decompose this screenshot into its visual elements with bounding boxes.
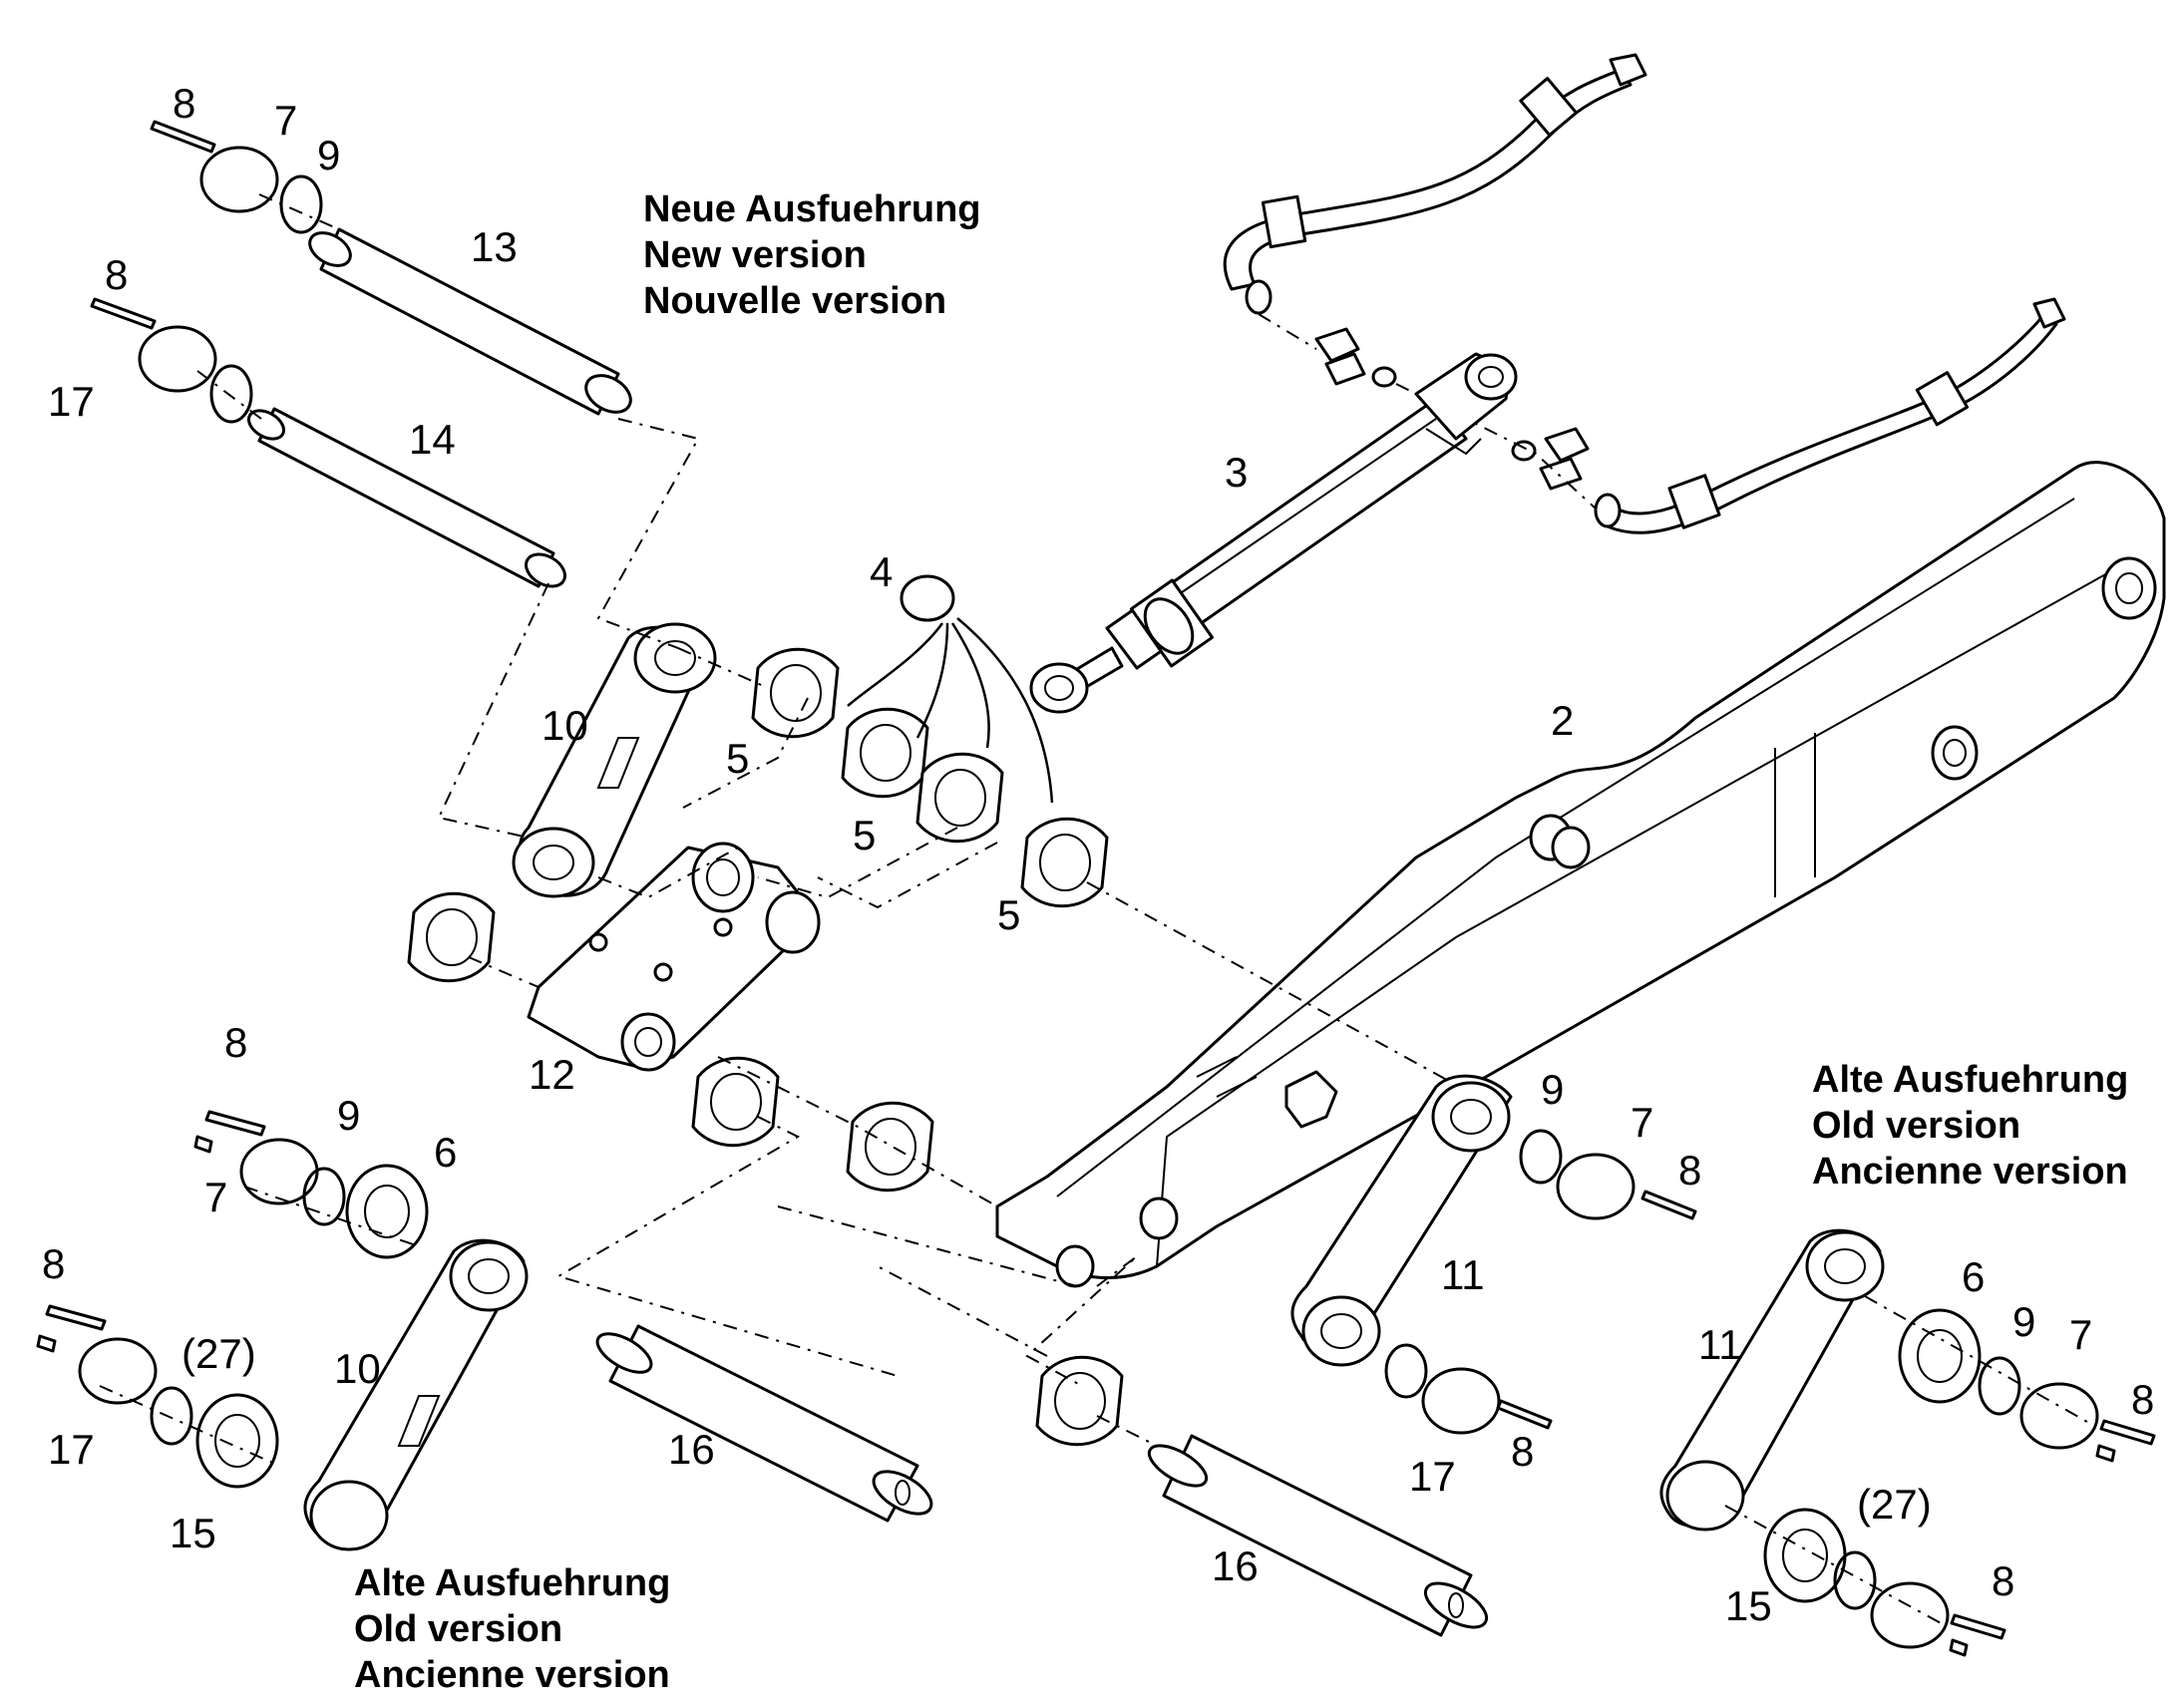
hydraulic-cylinder xyxy=(1029,352,1518,714)
part-label: 5 xyxy=(997,891,1020,938)
bolt-plate-group-top xyxy=(90,120,340,424)
note-new-line3: Nouvelle version xyxy=(643,280,946,322)
part-label: 6 xyxy=(434,1129,457,1176)
part-label: 7 xyxy=(274,97,297,144)
part-label: 3 xyxy=(1225,449,1248,496)
hydraulic-hose-lower xyxy=(1594,297,2066,534)
rocker-12 xyxy=(527,842,821,1072)
link-11-right-group xyxy=(1659,1228,2156,1657)
pin-14 xyxy=(246,407,566,588)
part-label: 13 xyxy=(471,223,518,270)
part-label: 9 xyxy=(317,132,340,178)
note-new-version: Neue Ausfuehrung New version Nouvelle ve… xyxy=(643,188,981,322)
note-old-right-line1: Alte Ausfuehrung xyxy=(1812,1059,2128,1101)
part-label: 9 xyxy=(1541,1066,1564,1113)
part-label: 11 xyxy=(1441,1251,1485,1298)
part-label: 8 xyxy=(1992,1557,2014,1604)
hydraulic-hose-upper xyxy=(1223,53,1647,315)
note-old-version-bottom: Alte Ausfuehrung Old version Ancienne ve… xyxy=(354,1562,670,1696)
part-label: 14 xyxy=(409,416,456,463)
part-label: 7 xyxy=(1631,1099,1653,1146)
part-label: 17 xyxy=(1409,1453,1456,1500)
part-label: 9 xyxy=(337,1092,360,1139)
part-label: 15 xyxy=(170,1510,216,1556)
hose-clamps xyxy=(1258,313,1597,510)
boom-arm xyxy=(995,461,2166,1288)
part-label: (27) xyxy=(182,1330,256,1377)
part-label: 10 xyxy=(542,702,588,749)
note-old-bottom-line3: Ancienne version xyxy=(354,1654,670,1696)
part-label: 8 xyxy=(173,80,195,127)
part-label: 4 xyxy=(870,548,893,595)
note-old-right-line3: Ancienne version xyxy=(1812,1151,2128,1193)
part-label: 5 xyxy=(726,735,749,782)
part-label: 7 xyxy=(2069,1311,2092,1358)
part-label: 15 xyxy=(1725,1582,1772,1629)
part-label: 9 xyxy=(2012,1298,2035,1345)
part-label: 8 xyxy=(1678,1147,1701,1194)
part-label: 8 xyxy=(1511,1428,1534,1475)
note-old-right-line2: Old version xyxy=(1812,1105,2020,1147)
arrows-item-4 xyxy=(847,617,1054,804)
part-label: 10 xyxy=(334,1345,381,1392)
note-new-line1: Neue Ausfuehrung xyxy=(643,188,981,230)
part-label: 2 xyxy=(1551,697,1574,744)
part-label: 16 xyxy=(1212,1542,1259,1589)
bushings-5 xyxy=(407,574,1124,1447)
pin-16-left xyxy=(595,1324,933,1523)
link-10-lower xyxy=(303,1238,529,1551)
link-11-centre xyxy=(1290,1074,1697,1435)
note-old-bottom-line2: Old version xyxy=(354,1608,562,1650)
part-label: 11 xyxy=(1698,1321,1742,1368)
part-label: 17 xyxy=(48,378,95,425)
note-old-bottom-line1: Alte Ausfuehrung xyxy=(354,1562,670,1604)
part-label: 8 xyxy=(42,1240,65,1287)
assembly-lines xyxy=(437,418,1497,1467)
bolt-plate-group-left xyxy=(36,1110,429,1489)
part-label: 7 xyxy=(204,1174,227,1220)
part-label: (27) xyxy=(1857,1481,1932,1528)
part-label: 17 xyxy=(48,1426,95,1473)
part-label: 5 xyxy=(853,812,876,858)
link-10-upper xyxy=(512,622,717,898)
part-labels: 8 7 9 13 8 17 14 3 4 2 10 5 5 5 12 8 9 6… xyxy=(42,80,2154,1629)
pin-13 xyxy=(308,227,632,416)
note-new-line2: New version xyxy=(643,234,867,276)
note-old-version-right: Alte Ausfuehrung Old version Ancienne ve… xyxy=(1812,1059,2128,1193)
pin-16-right xyxy=(1147,1434,1489,1637)
part-label: 12 xyxy=(529,1051,575,1098)
part-label: 8 xyxy=(105,251,128,298)
part-label: 16 xyxy=(668,1426,715,1473)
part-label: 6 xyxy=(1962,1253,1985,1300)
part-label: 8 xyxy=(224,1019,247,1066)
part-label: 8 xyxy=(2131,1376,2154,1423)
